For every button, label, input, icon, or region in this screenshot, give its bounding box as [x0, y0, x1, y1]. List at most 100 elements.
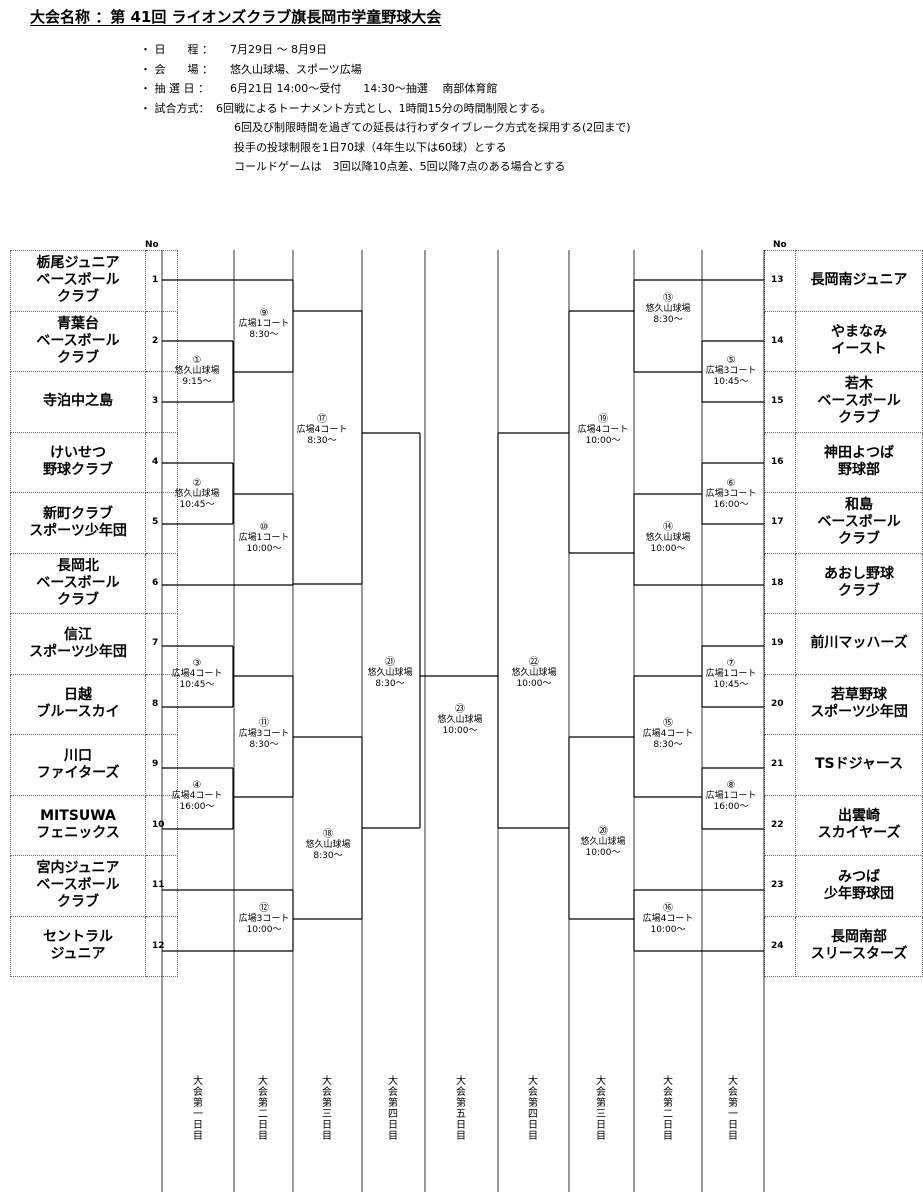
match-place: 悠久山球場 — [437, 715, 483, 725]
tournament-title: 大会名称 ：第 41回 ライオンズクラブ旗長岡市学童野球大会 — [30, 8, 442, 26]
team-name: 若木 ベースボール クラブ — [795, 371, 923, 433]
team-name-text: 長岡南ジュニア — [810, 272, 908, 289]
team-number: 19 — [763, 613, 797, 675]
team-number: 18 — [763, 552, 797, 614]
team-name: 神田よつば 野球部 — [795, 431, 923, 493]
team-name: 和島 ベースボール クラブ — [795, 492, 923, 554]
team-row: セントラル ジュニア 12 — [10, 915, 178, 977]
match-place: 広場3コート — [705, 366, 757, 376]
match-time: 10:45～ — [713, 680, 749, 690]
match-num: ④ — [192, 780, 202, 791]
match-num: ㉓ — [455, 704, 465, 715]
team-name: あおし野球 クラブ — [795, 552, 923, 614]
team-row: 13 長岡南ジュニア — [763, 250, 923, 312]
team-name-text: 信江 スポーツ少年団 — [29, 626, 127, 660]
date-value: 7月29日 ～ 8月9日 — [230, 43, 327, 56]
match-time: 10:00～ — [585, 436, 621, 446]
team-row: 19 前川マッハーズ — [763, 613, 923, 675]
match-num: ⑰ — [317, 414, 327, 425]
match-time: 8:30～ — [249, 740, 279, 750]
venue-value: 悠久山球場、スポーツ広場 — [230, 62, 362, 76]
match-place: 広場4コート — [171, 791, 223, 801]
match-num: ⑳ — [598, 826, 608, 837]
rule-tiebreak: 6回及び制限時間を過ぎての延長は行わずタイブレーク方式を採用する(2回まで) — [234, 121, 631, 134]
team-number: 6 — [145, 552, 178, 614]
match-place: 広場1コート — [705, 791, 757, 801]
team-name-text: 和島 ベースボール クラブ — [817, 497, 901, 548]
match-time: 8:30～ — [307, 436, 337, 446]
format-value: 6回戦によるトーナメント方式とし、1時間15分の時間制限とする。 — [216, 101, 552, 115]
match-num: ⑱ — [323, 829, 333, 840]
team-name-text: 出雲崎 スカイヤーズ — [817, 808, 901, 842]
match-place: 広場4コート — [642, 914, 694, 924]
match-num: ⑩ — [259, 522, 269, 533]
team-number: 4 — [145, 431, 178, 493]
match-time: 10:00～ — [246, 544, 282, 554]
team-name-text: 若草野球 スポーツ少年団 — [810, 687, 908, 721]
team-name: 栃尾ジュニア ベースボール クラブ — [10, 250, 146, 312]
team-name-text: 新町クラブ スポーツ少年団 — [29, 505, 127, 539]
venue-label: ・ 会 場 ： — [140, 62, 213, 76]
team-number: 14 — [763, 310, 797, 372]
match-num: ㉑ — [385, 657, 395, 668]
match-time: 16:00～ — [713, 802, 749, 812]
team-name: 出雲崎 スカイヤーズ — [795, 794, 923, 856]
match-num: ⑮ — [663, 718, 673, 729]
team-name-text: 宮内ジュニア ベースボール クラブ — [36, 860, 120, 911]
team-row: 信江 スポーツ少年団 7 — [10, 613, 178, 675]
day-label: 大 会 第 五 日 目 — [456, 1076, 466, 1142]
match-num: ⑧ — [726, 780, 736, 791]
date-label: ・ 日 程 ： — [140, 43, 213, 56]
match-time: 10:00～ — [516, 679, 552, 689]
team-name-text: けいせつ 野球クラブ — [43, 445, 113, 479]
match-place: 広場3コート — [238, 729, 290, 739]
match-place: 悠久山球場 — [511, 668, 557, 678]
match-num: ⑪ — [259, 718, 269, 729]
day-label: 大 会 第 三 日 目 — [596, 1076, 606, 1142]
team-number: 13 — [763, 250, 797, 312]
match-place: 悠久山球場 — [367, 668, 413, 678]
team-name: TSドジャース — [795, 734, 923, 796]
team-name-text: 日越 ブルースカイ — [36, 687, 120, 721]
team-name: セントラル ジュニア — [10, 915, 146, 977]
match-time: 9:15～ — [182, 377, 212, 387]
match-place: 広場3コート — [705, 489, 757, 499]
day-label: 大 会 第 四 日 目 — [388, 1076, 398, 1142]
team-name-text: TSドジャース — [814, 756, 904, 773]
team-name-text: セントラル ジュニア — [43, 929, 113, 963]
match-num: ⑯ — [663, 903, 673, 914]
team-number: 12 — [145, 915, 178, 977]
rule-pitch-limit: 投手の投球制限を1日70球（4年生以下は60球）とする — [234, 140, 507, 154]
team-number: 24 — [763, 915, 797, 977]
match-time: 10:00～ — [442, 726, 478, 736]
team-name-text: 前川マッハーズ — [810, 635, 908, 652]
team-number: 5 — [145, 492, 178, 554]
team-number: 1 — [145, 250, 178, 312]
team-number: 8 — [145, 673, 178, 735]
match-place: 広場4コート — [296, 425, 348, 435]
team-number: 7 — [145, 613, 178, 675]
team-name: 長岡南ジュニア — [795, 250, 923, 312]
day-label: 大 会 第 一 日 目 — [728, 1076, 738, 1142]
